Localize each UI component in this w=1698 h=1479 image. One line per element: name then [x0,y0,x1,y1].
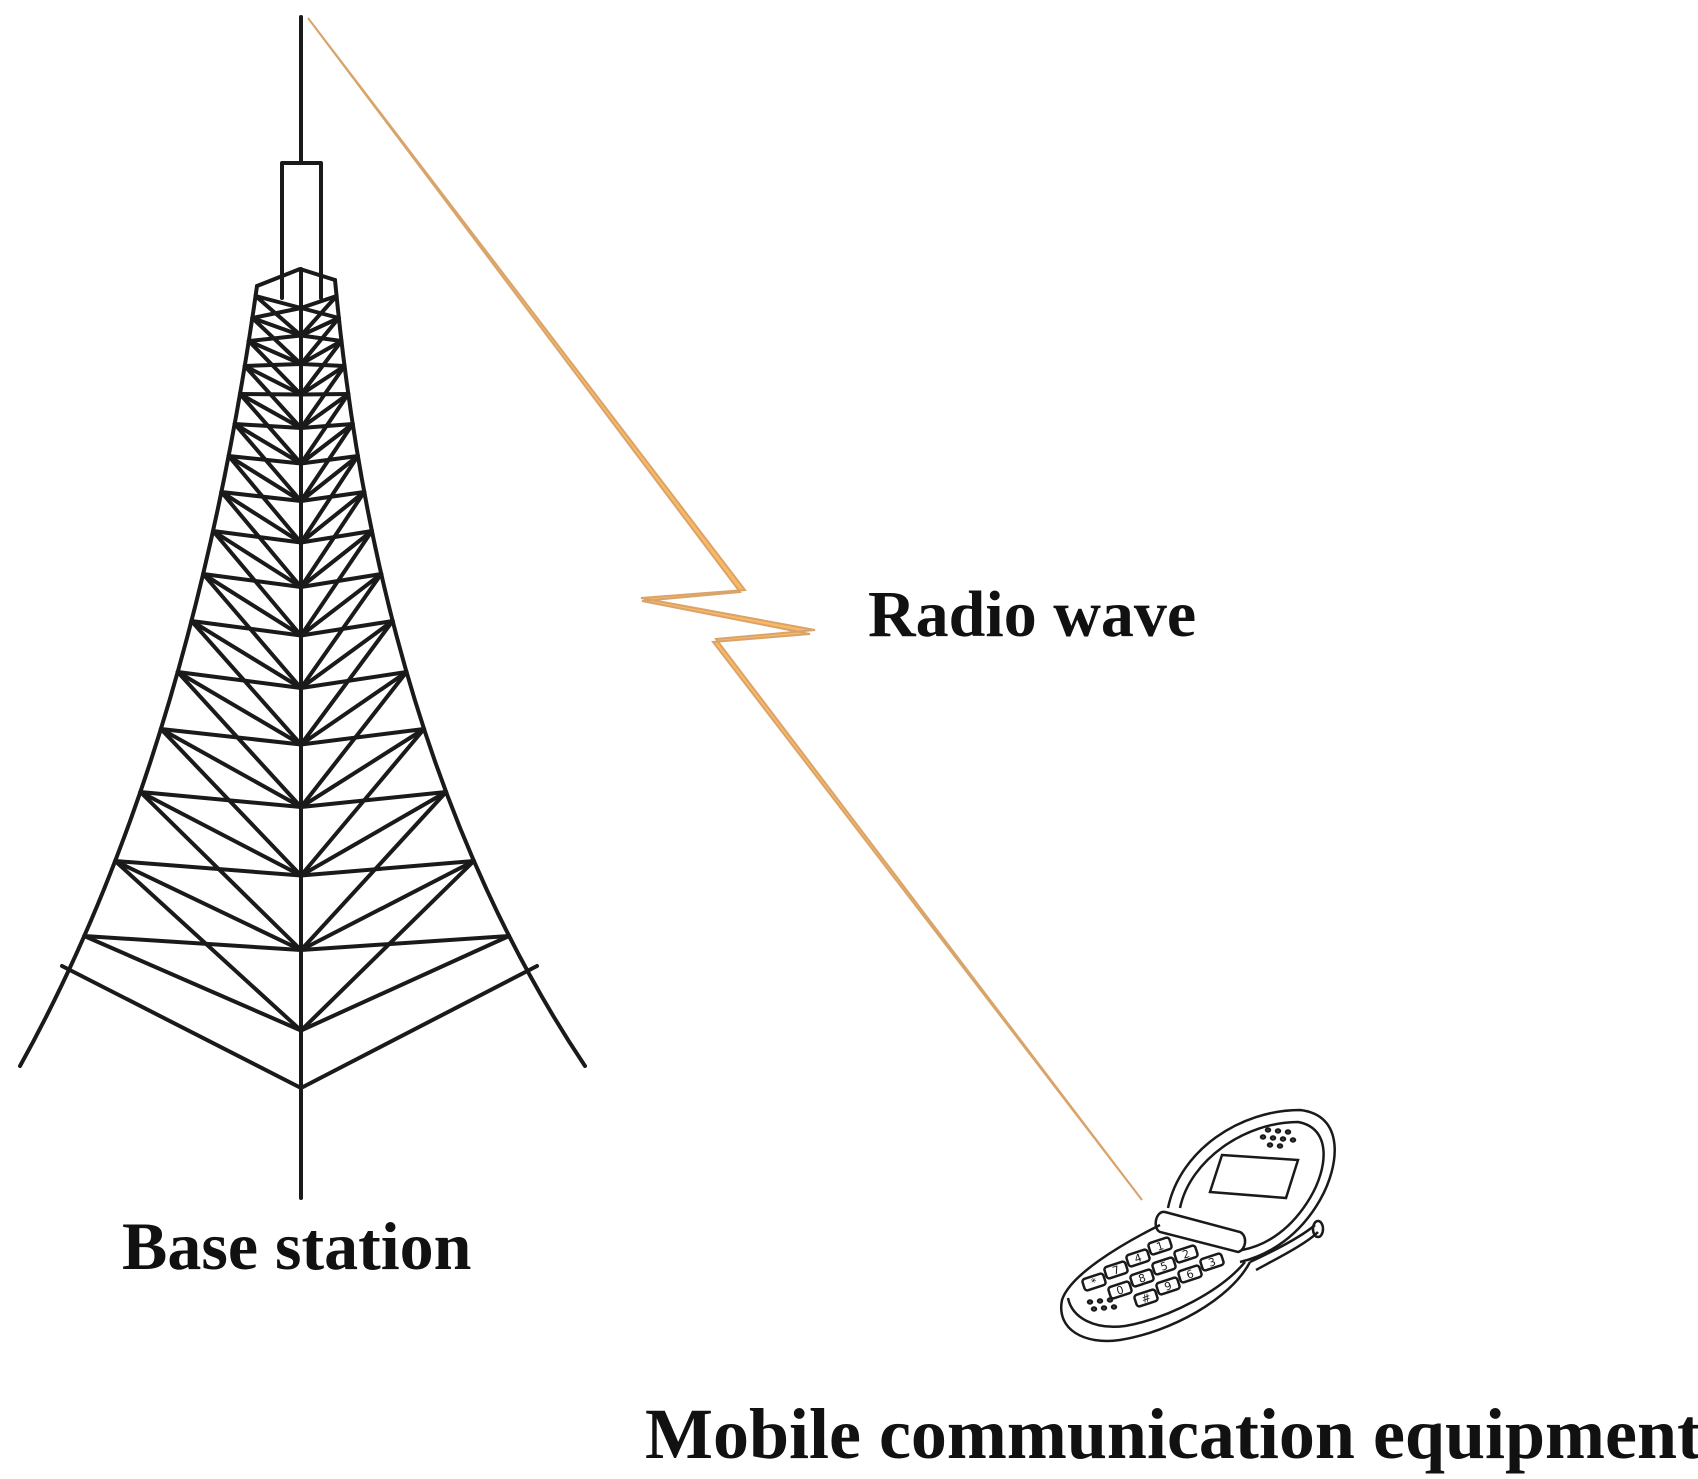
key-label: 3 [1207,1255,1218,1270]
phone-keypad: 123 456 789 * 0 # [1081,1236,1225,1308]
key-label: 9 [1163,1279,1174,1294]
key-1: 1 [1147,1236,1173,1256]
key-label: 0 [1115,1283,1126,1298]
base-station-label: Base station [122,1208,472,1284]
key-7: 7 [1103,1260,1129,1280]
key-0: 0 [1107,1280,1133,1300]
key-5: 5 [1151,1256,1177,1276]
key-label: 1 [1155,1239,1166,1254]
key-label: 8 [1137,1271,1148,1286]
mobile-phone-icon: 123 456 789 * 0 # [1059,1108,1336,1343]
key-6: 6 [1177,1264,1203,1284]
key-label: 7 [1111,1263,1122,1278]
key-9: 9 [1155,1276,1181,1296]
key-3: 3 [1199,1252,1225,1272]
key-label: 2 [1181,1247,1192,1262]
key-label: 5 [1159,1259,1170,1274]
radio-wave-bolt-icon [307,17,1143,1201]
key-label: 4 [1133,1251,1144,1266]
key-2: 2 [1173,1244,1199,1264]
key-star: * [1081,1272,1107,1292]
key-hash: # [1133,1288,1159,1308]
key-label: # [1140,1291,1153,1306]
radio-wave-bolt-shape [307,17,1143,1201]
key-label: * [1090,1275,1100,1289]
key-label: 6 [1185,1267,1196,1282]
radio-wave-label: Radio wave [868,578,1197,651]
earpiece-dots [1259,1127,1297,1149]
mouthpiece-dots [1086,1297,1118,1312]
key-8: 8 [1129,1268,1155,1288]
base-station-tower-icon [18,15,587,1200]
key-4: 4 [1125,1248,1151,1268]
mobile-equipment-label: Mobile communication equipment [645,1394,1698,1474]
